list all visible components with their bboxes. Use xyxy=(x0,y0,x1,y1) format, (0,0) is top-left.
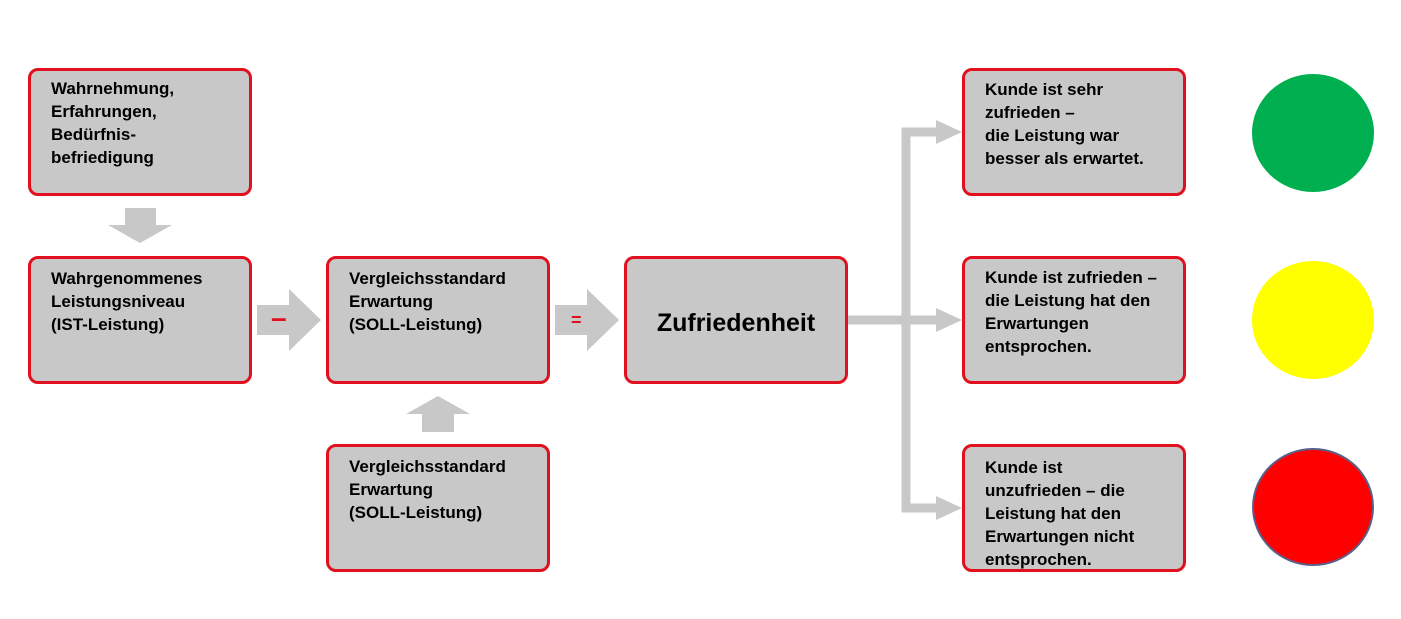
soll-source-text: Vergleichsstandard Erwartung (SOLL-Leist… xyxy=(349,457,506,523)
outcome-very-satisfied-text: Kunde ist sehr zufrieden – die Leistung … xyxy=(985,80,1144,169)
satisfaction-box: Zufriedenheit xyxy=(624,256,848,384)
ist-performance-text: Wahrgenommenes Leistungsniveau (IST-Leis… xyxy=(51,269,203,335)
arrowhead-to-outcome-low xyxy=(936,496,962,520)
outcome-satisfied-text: Kunde ist zufrieden – die Leistung hat d… xyxy=(985,268,1157,357)
arrow-down-perception-to-ist xyxy=(108,208,172,243)
ist-performance-box: Wahrgenommenes Leistungsniveau (IST-Leis… xyxy=(28,256,252,384)
equals-operator: = xyxy=(571,310,582,330)
green-signal-circle xyxy=(1252,74,1374,192)
arrow-right-soll-to-result xyxy=(555,289,619,351)
soll-expectation-box: Vergleichsstandard Erwartung (SOLL-Leist… xyxy=(326,256,550,384)
arrow-right-ist-to-soll xyxy=(257,289,321,351)
yellow-signal-circle xyxy=(1252,261,1374,379)
soll-expectation-text: Vergleichsstandard Erwartung (SOLL-Leist… xyxy=(349,269,506,335)
outcome-satisfied-box: Kunde ist zufrieden – die Leistung hat d… xyxy=(962,256,1186,384)
arrow-up-soll-source xyxy=(406,396,470,432)
arrowhead-to-outcome-mid xyxy=(936,308,962,332)
arrowhead-to-outcome-high xyxy=(936,120,962,144)
outcome-very-satisfied-box: Kunde ist sehr zufrieden – die Leistung … xyxy=(962,68,1186,196)
red-signal-circle xyxy=(1252,448,1374,566)
minus-operator: – xyxy=(271,302,287,333)
soll-source-box: Vergleichsstandard Erwartung (SOLL-Leist… xyxy=(326,444,550,572)
outcome-dissatisfied-box: Kunde ist unzufrieden – die Leistung hat… xyxy=(962,444,1186,572)
branch-connector xyxy=(848,120,962,520)
perception-text: Wahrnehmung, Erfahrungen, Bedürfnis- bef… xyxy=(51,79,175,168)
perception-box: Wahrnehmung, Erfahrungen, Bedürfnis- bef… xyxy=(28,68,252,196)
satisfaction-title: Zufriedenheit xyxy=(656,309,816,337)
outcome-dissatisfied-text: Kunde ist unzufrieden – die Leistung hat… xyxy=(985,458,1135,570)
